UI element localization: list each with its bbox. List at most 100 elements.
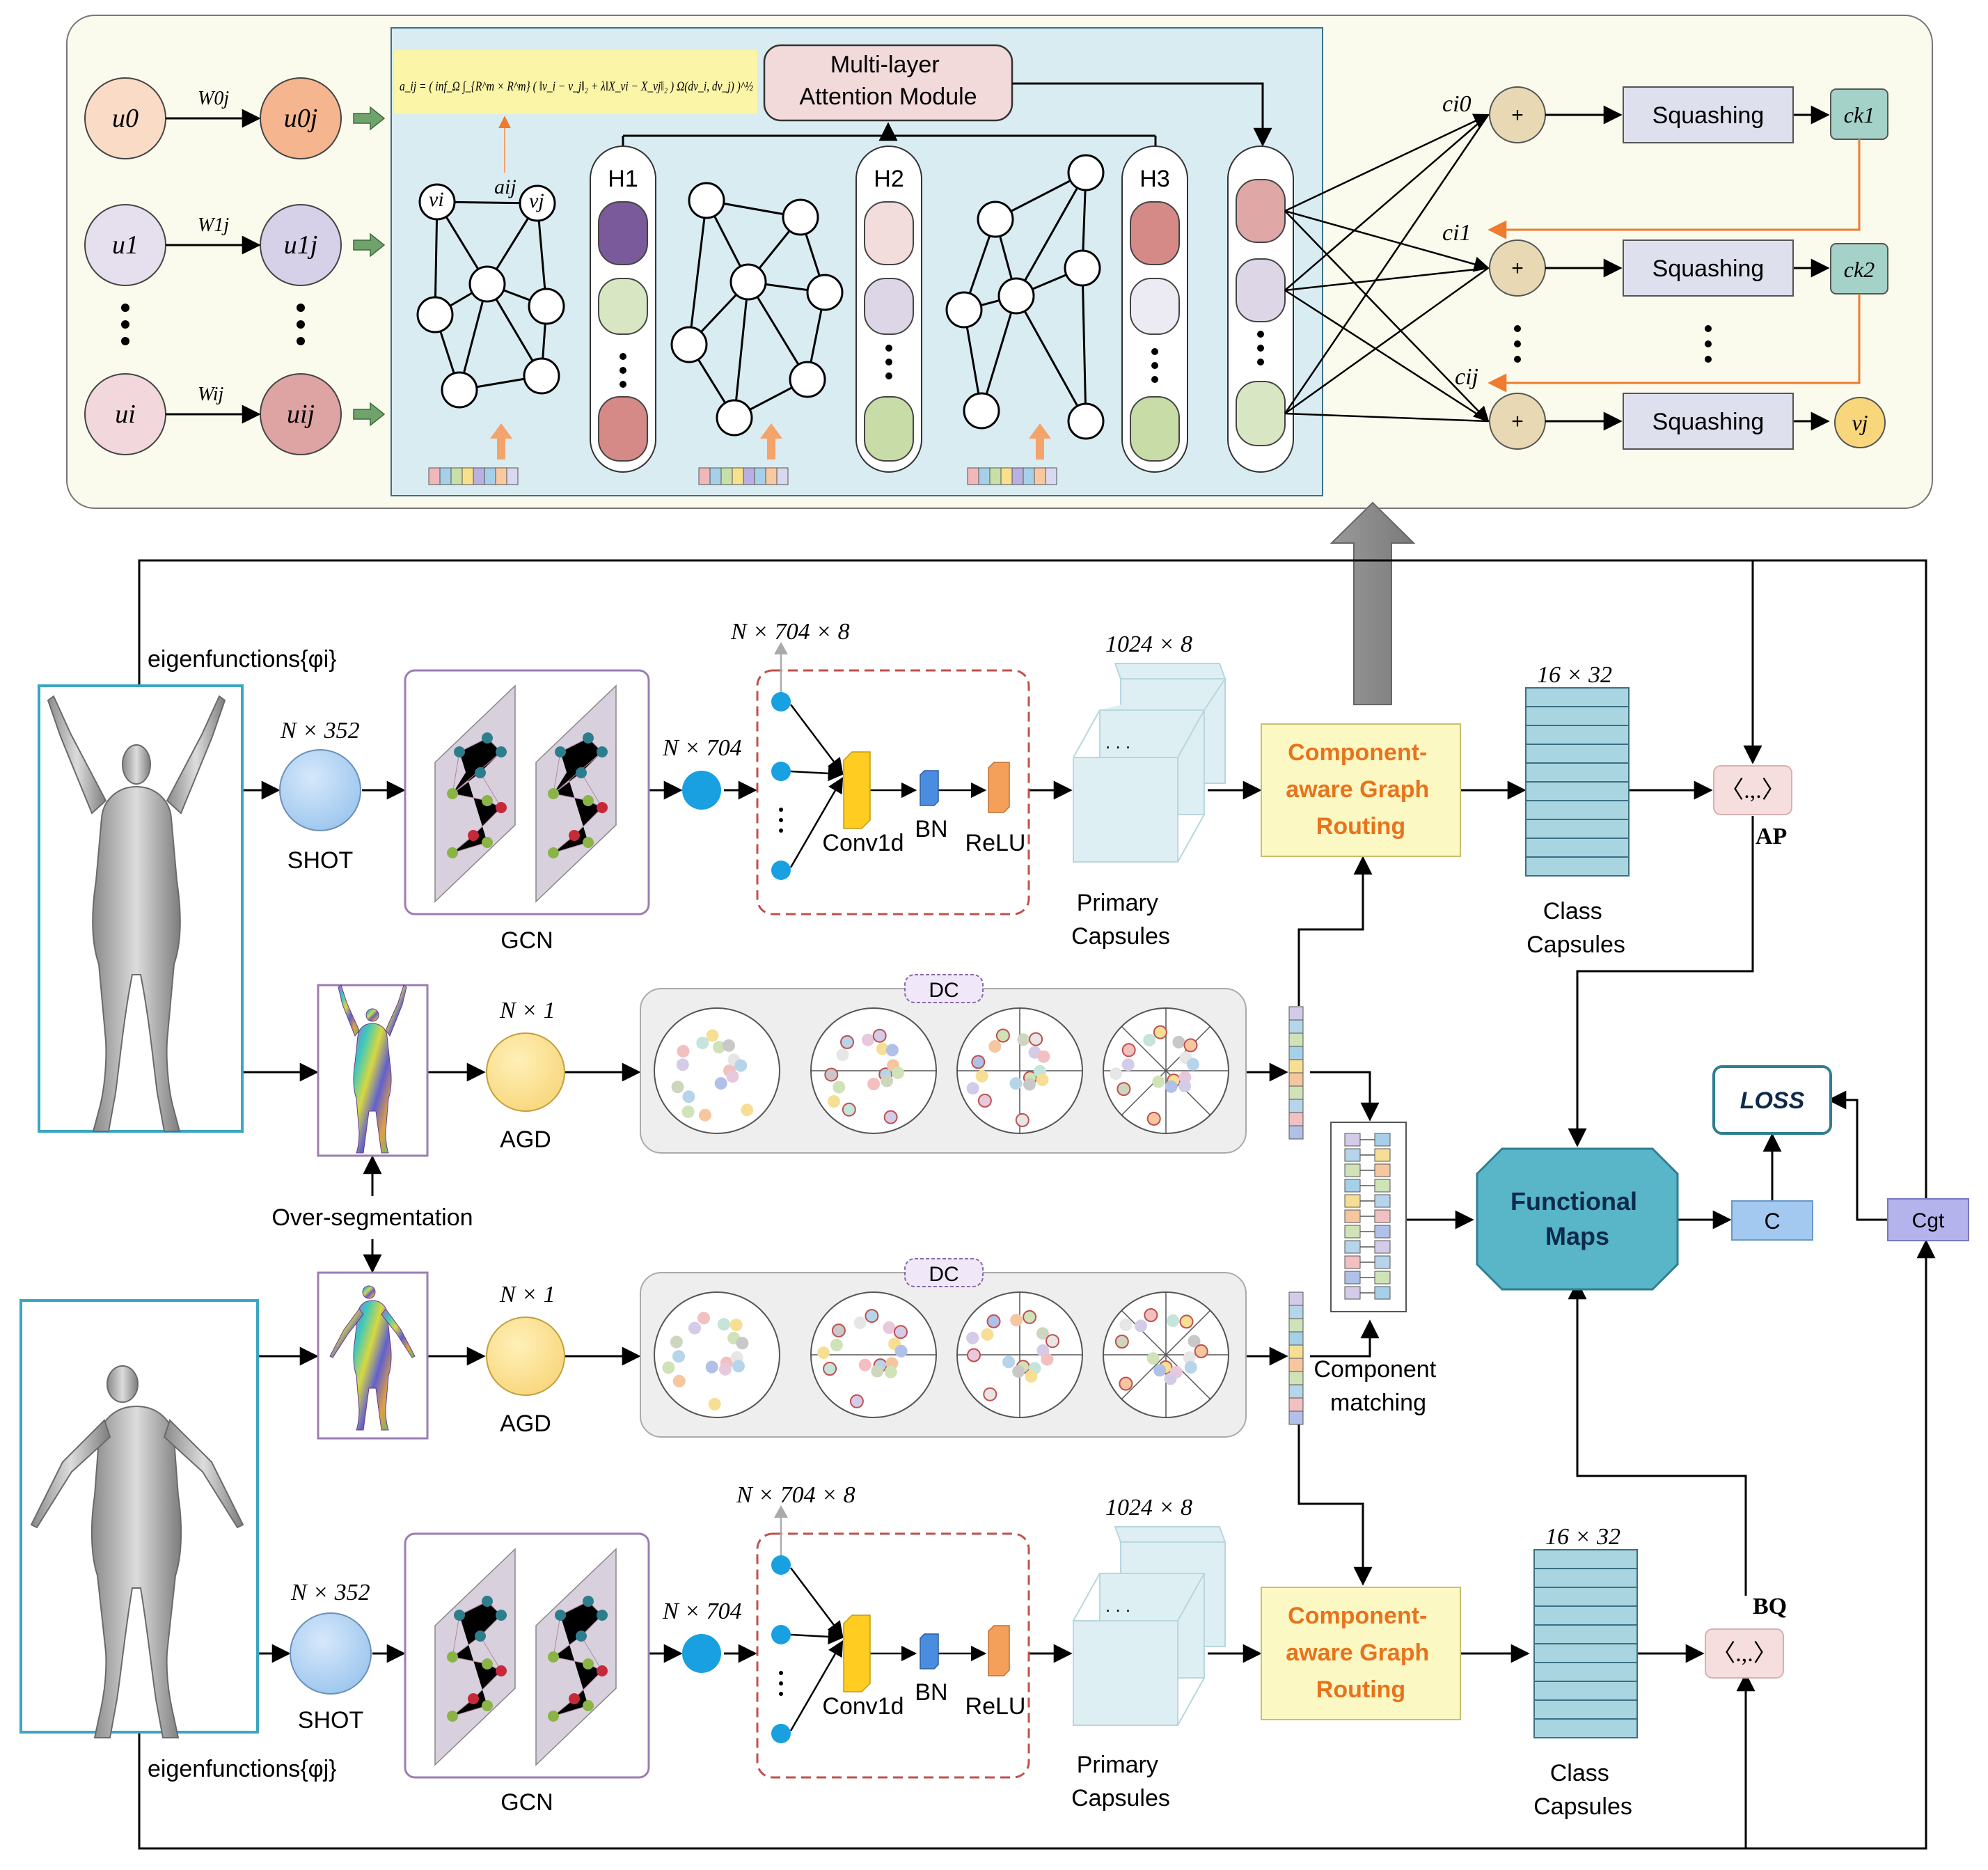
primary-bottom-line1: Primary	[1077, 1752, 1158, 1778]
routing-top-line3: Routing	[1316, 813, 1405, 840]
dc-point	[1186, 1058, 1199, 1071]
label-ck1: ck1	[1844, 102, 1875, 127]
ip-label-ap: 〈.,.〉	[1720, 778, 1785, 803]
dc-point	[717, 1318, 730, 1331]
routing-labels: Component- aware Graph Routing Component…	[1286, 739, 1429, 1703]
node	[447, 1711, 458, 1722]
eigen-bottom-line	[138, 1239, 1936, 1850]
dc-tag-top	[904, 974, 984, 1003]
descriptor-cell	[1288, 1411, 1304, 1425]
route	[1284, 289, 1489, 423]
functional-maps-block: Functional Maps	[1476, 1147, 1679, 1291]
descriptor-cell	[1288, 1331, 1304, 1346]
gcn-label-bottom: GCN	[500, 1789, 553, 1816]
node	[496, 1610, 507, 1621]
route	[1284, 210, 1490, 272]
label-w1j: W1j	[198, 214, 229, 236]
dc-point	[1114, 1335, 1129, 1349]
dim-n1-bottom: N × 1	[499, 1282, 555, 1307]
dc-point	[885, 1044, 899, 1057]
inner-product-boxes: 〈.,.〉 〈.,.〉	[1705, 765, 1792, 1679]
dc-point	[891, 1066, 904, 1079]
node	[475, 1631, 486, 1642]
label-wij: Wij	[198, 384, 224, 405]
descriptor-cell	[1288, 1046, 1304, 1060]
edges	[451, 737, 502, 854]
graph1-node	[441, 371, 478, 409]
dc-point	[858, 1358, 871, 1372]
node	[555, 1610, 566, 1621]
route	[1284, 114, 1490, 414]
dc-point	[1119, 1376, 1133, 1391]
dot	[779, 1671, 783, 1675]
dc-point	[662, 1361, 675, 1374]
dc-point	[713, 1041, 725, 1054]
squashing-box-2	[1623, 239, 1794, 297]
bn-block	[920, 1633, 939, 1669]
edge	[790, 765, 844, 782]
fm-text: Functional Maps	[1510, 1187, 1644, 1250]
dc-divider	[1121, 1310, 1211, 1400]
graph2-node	[670, 326, 708, 363]
dot	[1514, 356, 1521, 363]
dc-point	[865, 1309, 879, 1323]
stack-dots: . . .	[1105, 1595, 1130, 1616]
dc-point	[1183, 1038, 1198, 1053]
cell	[732, 467, 744, 485]
dc-point	[1046, 1334, 1059, 1349]
dc-point	[1178, 1071, 1192, 1084]
graph3-node	[945, 291, 983, 329]
dc-point	[714, 1077, 727, 1090]
dim-n1-top: N × 1	[499, 998, 555, 1023]
dc-tag-label-bottom: DC	[929, 1263, 958, 1286]
conv-input-node	[771, 1555, 791, 1575]
edges	[552, 737, 603, 854]
attention-graph-1	[416, 183, 565, 409]
gcn-nodes-bottom	[447, 1596, 608, 1722]
descriptor-cell	[1288, 1019, 1304, 1034]
squashing-label-1: Squashing	[1652, 102, 1765, 129]
segmentation-P	[317, 984, 429, 1157]
dc-point	[986, 1314, 1001, 1328]
bq-label: BQ	[1753, 1594, 1787, 1619]
label-ci0: ci0	[1442, 91, 1472, 117]
node	[482, 1596, 493, 1607]
dc-point	[1178, 1080, 1192, 1093]
node	[583, 1596, 594, 1607]
dc-point	[1194, 1344, 1208, 1358]
conv-edges	[789, 1567, 987, 1731]
pipeline-text: eigenfunctions{φi} eigenfunctions{φj} N …	[148, 619, 1787, 1820]
component-matching-frame	[1330, 1122, 1407, 1312]
dc-point	[966, 1331, 979, 1344]
conv1d-block	[843, 751, 871, 829]
over-segmentation-label: Over-segmentation	[271, 1204, 473, 1231]
node	[447, 788, 458, 799]
dc-point	[1110, 1067, 1123, 1081]
dot	[779, 818, 783, 822]
dc-point	[966, 1082, 979, 1095]
class-capsules	[1525, 687, 1638, 1738]
agd-node-top	[486, 1032, 565, 1112]
dc-point	[1188, 1335, 1201, 1348]
shape-Q-human-mesh	[30, 1365, 244, 1738]
dc-cluster-circle	[654, 1007, 780, 1134]
routing-top-line2: aware Graph	[1286, 776, 1429, 803]
cell	[989, 467, 1002, 485]
capsule-slice	[1073, 1573, 1205, 1726]
dc-point	[698, 1108, 711, 1122]
edges	[552, 1601, 603, 1717]
matching-cell-right	[1374, 1271, 1391, 1284]
class-bottom-line1: Class	[1550, 1760, 1609, 1786]
dc-point	[732, 1360, 745, 1373]
route	[1284, 113, 1490, 212]
routing-bottom-line2: aware Graph	[1286, 1640, 1429, 1666]
seg-left-arm	[329, 1308, 364, 1358]
bn-label-top: BN	[915, 816, 947, 842]
dim-16x32-top: 16 × 32	[1537, 662, 1612, 688]
matching-cell-right	[1374, 1133, 1391, 1147]
eigen-top-line	[138, 559, 1936, 1241]
dc-point	[883, 1321, 896, 1334]
dc-point	[1121, 1043, 1136, 1058]
cell	[450, 467, 463, 485]
